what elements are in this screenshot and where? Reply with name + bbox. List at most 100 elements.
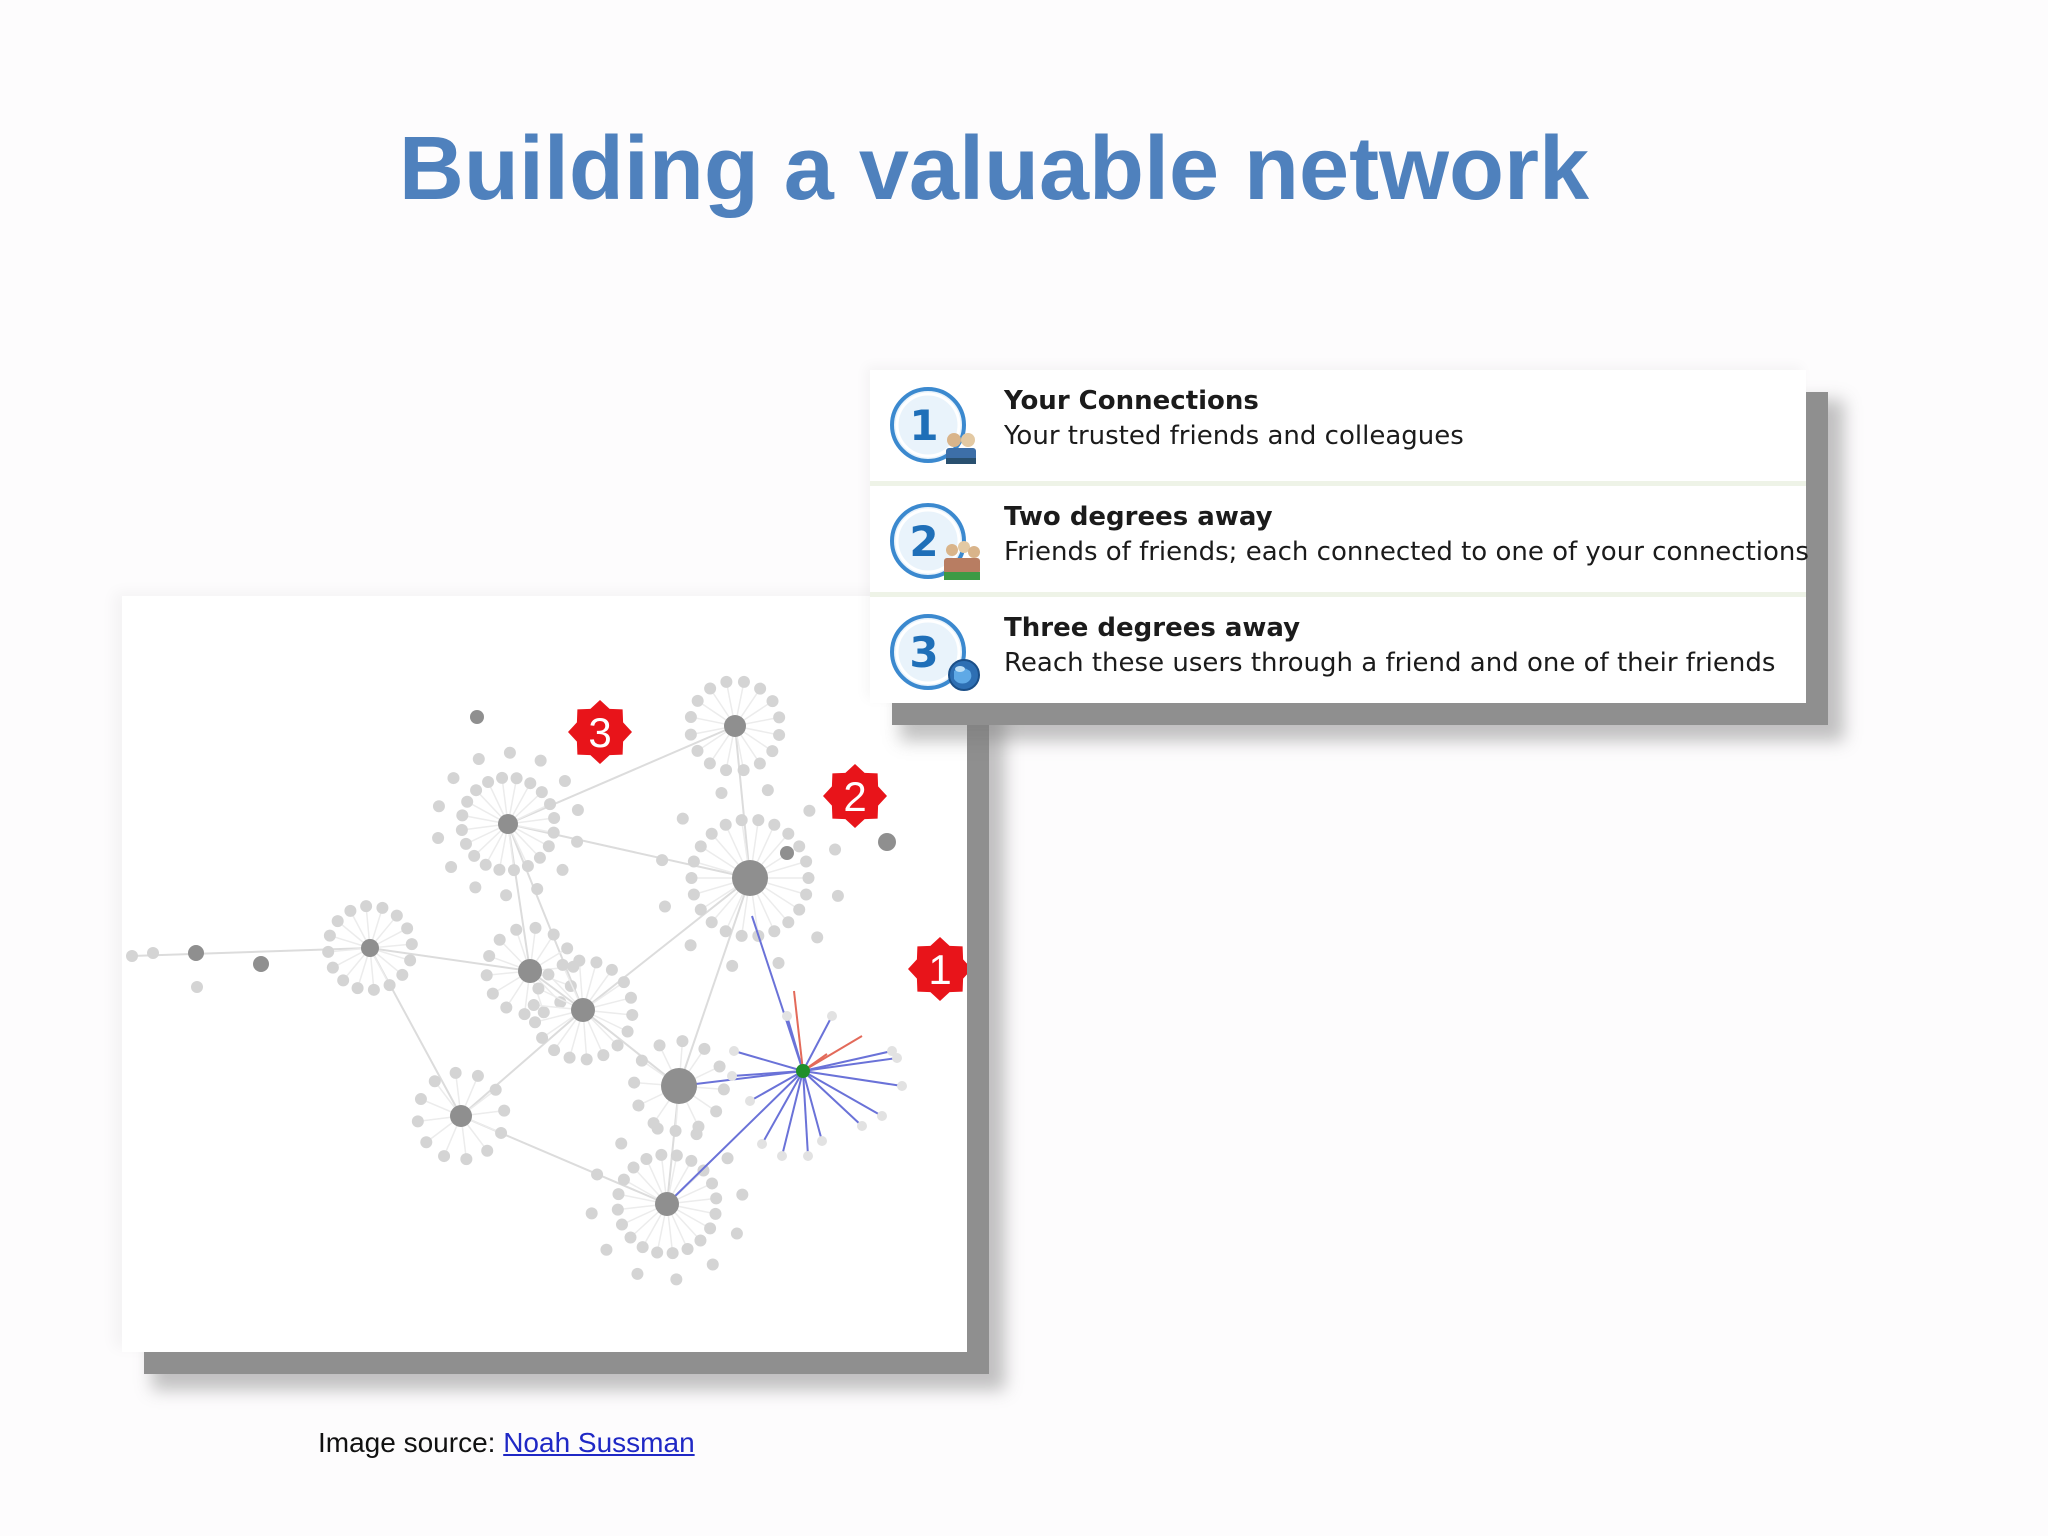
graph-leaf-node bbox=[766, 695, 779, 708]
network-graph: 321 bbox=[126, 675, 967, 1286]
graph-leaf-node bbox=[656, 854, 669, 867]
degree-3-title: Three degrees away bbox=[1004, 613, 1301, 643]
graph-leaf-node bbox=[481, 1144, 494, 1157]
graph-leaf-node bbox=[735, 814, 748, 827]
graph-leaf-node bbox=[401, 922, 414, 935]
graph-leaf-node bbox=[126, 950, 138, 962]
graph-hub-node bbox=[470, 710, 484, 724]
graph-hub-node bbox=[571, 998, 595, 1022]
graph-leaf-node bbox=[632, 1099, 645, 1112]
graph-red-edge bbox=[793, 990, 804, 1072]
graph-leaf-node bbox=[710, 1105, 723, 1118]
graph-leaf-node bbox=[534, 754, 547, 767]
graph-leaf-node bbox=[710, 1192, 723, 1205]
group-icon bbox=[944, 541, 980, 580]
graph-leaf-node bbox=[737, 764, 750, 777]
graph-leaf-node bbox=[510, 923, 523, 936]
graph-leaf-node bbox=[705, 827, 718, 840]
graph-leaf-node bbox=[691, 694, 704, 707]
graph-leaf-node bbox=[653, 1039, 666, 1052]
graph-highlight-edge bbox=[802, 1057, 898, 1072]
graph-leaf-node bbox=[322, 945, 335, 958]
graph-leaf-node bbox=[754, 682, 767, 695]
graph-leaf-node bbox=[684, 939, 697, 952]
graph-leaf-node bbox=[591, 1168, 604, 1181]
degree-marker-label: 3 bbox=[588, 709, 611, 756]
graph-leaf-node bbox=[544, 798, 557, 811]
graph-highlight-edge bbox=[802, 1070, 863, 1127]
graph-leaf-node bbox=[535, 786, 548, 799]
graph-leaf-node bbox=[793, 903, 806, 916]
graph-leaf-node bbox=[556, 863, 569, 876]
graph-leaf-node bbox=[432, 831, 445, 844]
graph-leaf-node bbox=[694, 840, 707, 853]
degree-3-description: Reach these users through a friend and o… bbox=[1004, 648, 1776, 678]
graph-hub-node bbox=[780, 846, 794, 860]
graph-leaf-node bbox=[685, 1154, 698, 1167]
graph-leaf-node bbox=[605, 963, 618, 976]
graph-leaf-node bbox=[772, 957, 785, 970]
graph-leaf-node bbox=[532, 982, 545, 995]
graph-leaf-node bbox=[631, 1267, 644, 1280]
graph-leaf-node bbox=[704, 1222, 717, 1235]
graph-leaf-node bbox=[367, 983, 380, 996]
graph-leaf-node bbox=[191, 981, 203, 993]
image-source-link[interactable]: Noah Sussman bbox=[503, 1427, 695, 1458]
graph-leaf-node bbox=[600, 1243, 613, 1256]
graph-leaf-node bbox=[344, 904, 357, 917]
graph-leaf-node bbox=[571, 835, 584, 848]
graph-edge bbox=[582, 1009, 680, 1087]
graph-leaf-node bbox=[684, 711, 697, 724]
graph-leaf-node bbox=[445, 860, 458, 873]
graph-leaf-node bbox=[636, 1241, 649, 1254]
degree-2-badge: 2 bbox=[890, 503, 980, 580]
graph-leaf-node bbox=[745, 1096, 755, 1106]
graph-leaf-node bbox=[547, 928, 560, 941]
graph-leaf-node bbox=[376, 901, 389, 914]
graph-highlight-edge bbox=[781, 1070, 804, 1157]
graph-leaf-node bbox=[690, 1128, 703, 1141]
graph-leaf-node bbox=[624, 991, 637, 1004]
graph-leaf-node bbox=[510, 772, 523, 785]
degree-1-description: Your trusted friends and colleagues bbox=[1004, 421, 1464, 451]
graph-leaf-node bbox=[495, 1126, 508, 1139]
graph-leaf-node bbox=[887, 1046, 897, 1056]
degree-marker-1 bbox=[908, 937, 967, 1001]
graph-leaf-node bbox=[729, 1046, 739, 1056]
graph-leaf-node bbox=[612, 1188, 625, 1201]
graph-leaf-node bbox=[561, 942, 574, 955]
graph-leaf-node bbox=[726, 959, 739, 972]
graph-leaf-node bbox=[773, 711, 786, 724]
graph-leaf-node bbox=[554, 996, 567, 1009]
slide-title: Building a valuable network bbox=[398, 119, 1590, 219]
graph-leaf-node bbox=[521, 860, 534, 873]
graph-highlight-edge bbox=[802, 1050, 893, 1072]
graph-leaf-node bbox=[773, 728, 786, 741]
graph-center-node bbox=[796, 1064, 810, 1078]
graph-leaf-node bbox=[404, 954, 417, 967]
graph-leaf-node bbox=[670, 1273, 683, 1286]
graph-leaf-node bbox=[715, 786, 728, 799]
graph-leaf-node bbox=[529, 921, 542, 934]
graph-leaf-node bbox=[548, 1044, 561, 1057]
degree-row-3: 3 Three degrees away Reach these users t… bbox=[870, 592, 1806, 708]
degree-marker-label: 2 bbox=[843, 773, 866, 820]
graph-leaf-node bbox=[793, 840, 806, 853]
graph-leaf-node bbox=[438, 1150, 451, 1163]
graph-leaf-node bbox=[800, 888, 813, 901]
graph-highlight-edge bbox=[731, 1070, 804, 1077]
graph-highlight-edge bbox=[802, 1070, 823, 1142]
graph-leaf-node bbox=[503, 746, 516, 759]
graph-leaf-node bbox=[651, 1246, 664, 1259]
graph-hub-node bbox=[188, 945, 204, 961]
graph-leaf-node bbox=[482, 775, 495, 788]
graph-leaf-node bbox=[571, 804, 584, 817]
graph-highlight-edge bbox=[802, 1015, 833, 1072]
graph-leaf-node bbox=[669, 1124, 682, 1137]
globe-icon bbox=[948, 659, 980, 691]
graph-leaf-node bbox=[817, 1136, 827, 1146]
graph-hub-node bbox=[655, 1192, 679, 1216]
graph-leaf-node bbox=[337, 974, 350, 987]
graph-leaf-node bbox=[558, 775, 571, 788]
